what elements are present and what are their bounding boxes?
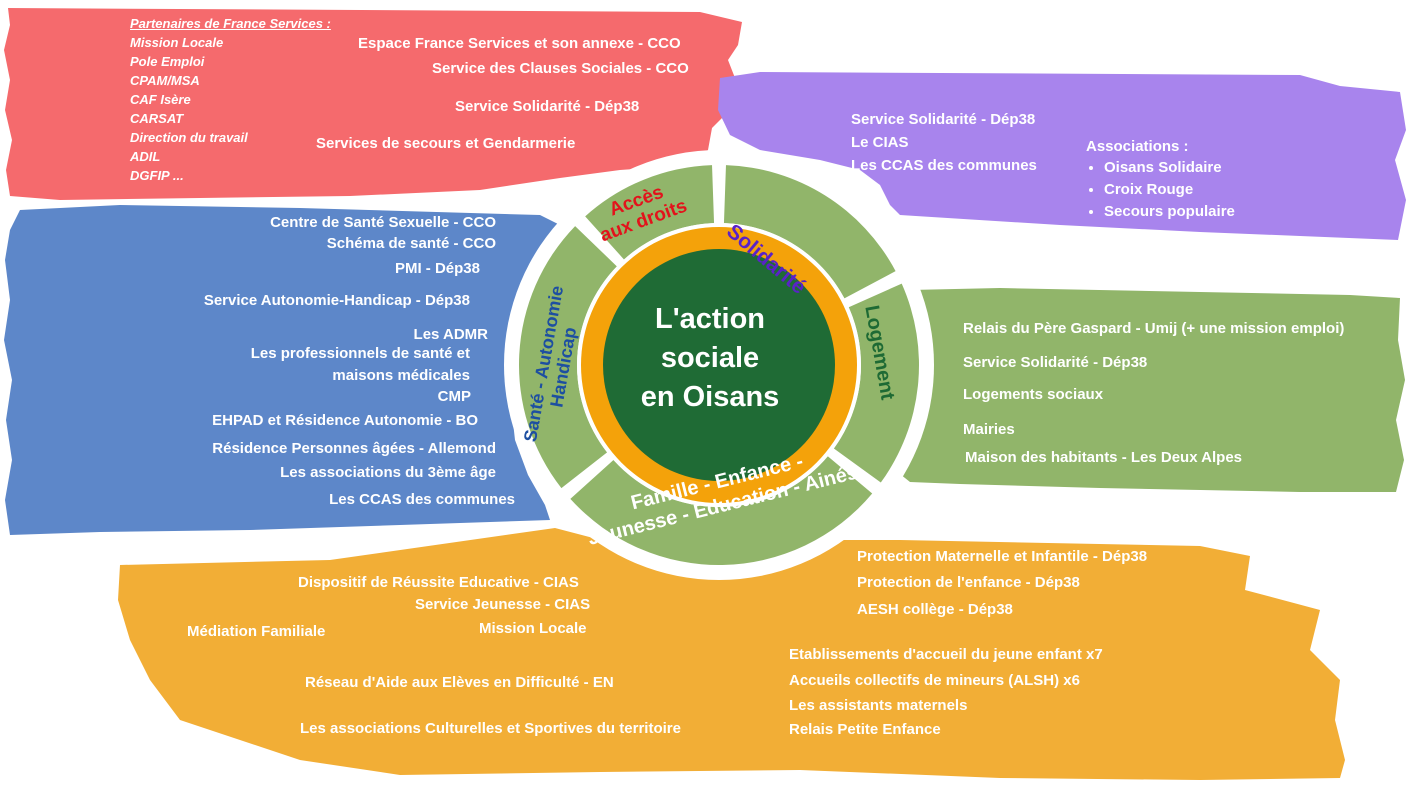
green-item: Maison des habitants - Les Deux Alpes bbox=[965, 449, 1243, 466]
partner-item: DGFIP ... bbox=[130, 168, 184, 183]
green-item: Mairies bbox=[963, 421, 1015, 438]
association-item: Secours populaire bbox=[1104, 201, 1235, 223]
red-item: Service Solidarité - Dép38 bbox=[455, 98, 640, 115]
partners-title: Partenaires de France Services : bbox=[130, 16, 331, 31]
center-line-3: en Oisans bbox=[640, 381, 780, 413]
orange-right-item: Relais Petite Enfance bbox=[789, 721, 941, 738]
orange-left-item: Réseau d'Aide aux Elèves en Difficulté -… bbox=[305, 674, 614, 691]
associations-title: Associations : bbox=[1086, 138, 1189, 155]
segment-sante bbox=[518, 226, 617, 489]
orange-right-item: Protection de l'enfance - Dép38 bbox=[857, 574, 1080, 591]
green-item: Logements sociaux bbox=[963, 386, 1104, 403]
red-item: Espace France Services et son annexe - C… bbox=[358, 35, 681, 52]
orange-right-item: Accueils collectifs de mineurs (ALSH) x6 bbox=[789, 672, 1080, 689]
orange-left-item: Dispositif de Réussite Educative - CIAS bbox=[298, 574, 579, 591]
partners-list: Partenaires de France Services : Mission… bbox=[130, 14, 331, 185]
blue-item: CMP bbox=[437, 388, 471, 405]
red-item: Services de secours et Gendarmerie bbox=[316, 135, 576, 152]
partner-item: CAF Isère bbox=[130, 92, 191, 107]
segment-solidarite bbox=[723, 165, 896, 299]
blue-item: Les associations du 3ème âge bbox=[280, 464, 496, 481]
purple-item: Les CCAS des communes bbox=[851, 157, 1037, 174]
orange-right-item: Etablissements d'accueil du jeune enfant… bbox=[789, 646, 1103, 663]
blue-item: Les CCAS des communes bbox=[329, 491, 515, 508]
associations-block: Associations : Oisans Solidaire Croix Ro… bbox=[1086, 137, 1235, 223]
center-title: L'action sociale en Oisans bbox=[640, 300, 780, 417]
blue-item: EHPAD et Résidence Autonomie - BO bbox=[212, 412, 478, 429]
segment-acces bbox=[585, 165, 715, 260]
association-item: Oisans Solidaire bbox=[1104, 157, 1235, 179]
blue-item: Centre de Santé Sexuelle - CCO bbox=[270, 214, 496, 231]
blue-item: Résidence Personnes âgées - Allemond bbox=[212, 440, 496, 457]
associations-list: Oisans Solidaire Croix Rouge Secours pop… bbox=[1086, 157, 1235, 223]
association-item: Croix Rouge bbox=[1104, 179, 1235, 201]
purple-items: Service Solidarité - Dép38 Le CIAS Les C… bbox=[851, 108, 1037, 177]
partner-item: ADIL bbox=[130, 149, 161, 164]
partner-item: CARSAT bbox=[130, 111, 184, 126]
partner-item: CPAM/MSA bbox=[130, 73, 200, 88]
blue-item: PMI - Dép38 bbox=[394, 260, 480, 277]
purple-item: Service Solidarité - Dép38 bbox=[851, 111, 1036, 128]
blue-item: maisons médicales bbox=[332, 367, 470, 384]
blue-item: Service Autonomie-Handicap - Dép38 bbox=[203, 292, 470, 309]
orange-right-item: Les assistants maternels bbox=[789, 697, 968, 714]
center-line-2: sociale bbox=[660, 342, 760, 374]
purple-item: Le CIAS bbox=[851, 134, 909, 151]
segment-logement bbox=[833, 283, 919, 483]
segment-famille bbox=[570, 456, 873, 565]
partner-item: Direction du travail bbox=[130, 130, 248, 145]
orange-right-item: AESH collège - Dép38 bbox=[857, 601, 1013, 618]
red-item: Service des Clauses Sociales - CCO bbox=[432, 60, 689, 77]
center-line-1: L'action bbox=[654, 303, 765, 335]
partner-item: Pole Emploi bbox=[130, 54, 205, 69]
orange-left-item: Les associations Culturelles et Sportive… bbox=[300, 720, 681, 737]
green-item: Service Solidarité - Dép38 bbox=[963, 354, 1148, 371]
orange-left-item: Médiation Familiale bbox=[187, 623, 326, 640]
orange-left-item: Mission Locale bbox=[479, 620, 587, 637]
center-disc bbox=[603, 249, 835, 481]
blue-item: Schéma de santé - CCO bbox=[326, 235, 496, 252]
orange-left-item: Service Jeunesse - CIAS bbox=[415, 596, 591, 613]
green-item: Relais du Père Gaspard - Umij (+ une mis… bbox=[963, 320, 1345, 337]
blue-item: Les professionnels de santé et bbox=[250, 345, 470, 362]
blue-item: Les ADMR bbox=[413, 326, 488, 343]
partner-item: Mission Locale bbox=[130, 35, 224, 50]
orange-right-item: Protection Maternelle et Infantile - Dép… bbox=[857, 548, 1148, 565]
